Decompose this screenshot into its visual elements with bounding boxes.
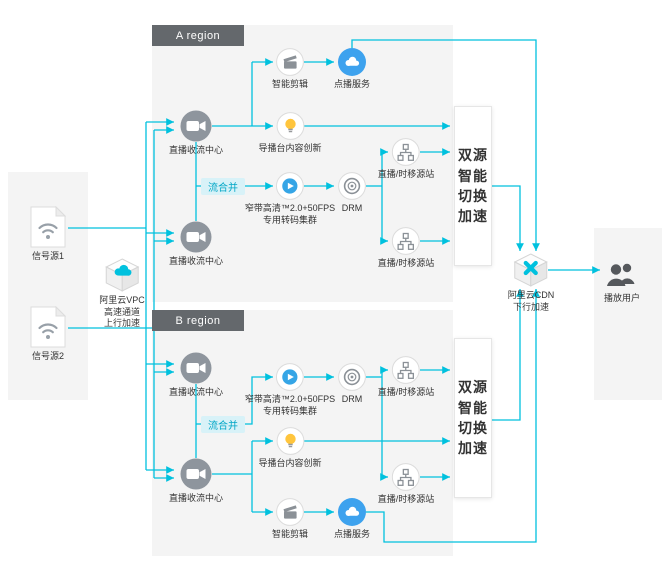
node-label: 直播/时移源站 <box>377 169 435 179</box>
origin-b1-node: 直播/时移源站 <box>377 356 435 399</box>
cdn-cross-box-icon <box>514 253 548 287</box>
director-console-b-node: 导播台内容创新 <box>258 427 322 470</box>
badge-label: 流合并 <box>208 183 238 194</box>
node-label: 智能剪辑 <box>271 529 309 539</box>
node-label: DRM <box>341 203 363 213</box>
node-label: 直播收流中心 <box>168 145 224 155</box>
play-circle-icon <box>276 363 304 391</box>
ingest-a2-node: 直播收流中心 <box>169 221 223 268</box>
clapperboard-icon <box>276 498 304 526</box>
playback-users-node: 播放用户 <box>604 260 640 305</box>
node-label: 阿里云VPC 高速通道 上行加速 <box>99 295 145 329</box>
origin-a1-node: 直播/时移源站 <box>377 138 435 181</box>
video-camera-icon <box>180 110 212 142</box>
node-label: 直播收流中心 <box>168 256 224 266</box>
disc-icon <box>338 363 366 391</box>
node-label: 导播台内容创新 <box>258 143 322 153</box>
cloud-box-icon <box>104 258 139 292</box>
stream-merge-badge-a: 流合并 <box>201 178 245 195</box>
ingest-b1-node: 直播收流中心 <box>169 352 223 399</box>
director-console-a-node: 导播台内容创新 <box>258 112 322 155</box>
signal-source-2-node: 信号源2 <box>30 306 66 363</box>
video-camera-icon <box>180 458 212 490</box>
sitemap-icon <box>392 138 420 166</box>
region-a-title: A region <box>175 29 221 42</box>
transcode-cluster-a-node: 窄带高清™2.0+50FPS 专用转码集群 <box>245 172 335 226</box>
vpc-uplink-node: 阿里云VPC 高速通道 上行加速 <box>99 258 145 330</box>
users-icon <box>606 263 635 286</box>
region-a-header: A region <box>152 25 244 46</box>
video-camera-icon <box>180 352 212 384</box>
node-label: 直播收流中心 <box>168 493 224 503</box>
region-b-header: B region <box>152 310 244 331</box>
dual-source-switch-a-box: 双源 智能 切换 加速 <box>454 106 492 266</box>
sitemap-icon <box>392 227 420 255</box>
node-label: 播放用户 <box>603 293 641 303</box>
node-label: 窄带高清™2.0+50FPS 专用转码集群 <box>244 203 336 225</box>
dual-source-switch-b-box: 双源 智能 切换 加速 <box>454 338 492 498</box>
ingest-a1-node: 直播收流中心 <box>169 110 223 157</box>
node-label: 直播/时移源站 <box>377 258 435 268</box>
node-label: DRM <box>341 394 363 404</box>
node-label: 导播台内容创新 <box>258 458 322 468</box>
node-label: 直播/时移源站 <box>377 387 435 397</box>
node-label: 窄带高清™2.0+50FPS 专用转码集群 <box>244 394 336 416</box>
node-label: 点播服务 <box>333 79 371 89</box>
badge-label: 流合并 <box>208 421 238 432</box>
origin-a2-node: 直播/时移源站 <box>377 227 435 270</box>
ingest-b2-node: 直播收流中心 <box>169 458 223 505</box>
node-label: 智能剪辑 <box>271 79 309 89</box>
node-label: 直播收流中心 <box>168 387 224 397</box>
dual-source-switch-label: 双源 智能 切换 加速 <box>458 147 488 225</box>
node-label: 直播/时移源站 <box>377 494 435 504</box>
play-circle-icon <box>276 172 304 200</box>
transcode-cluster-b-node: 窄带高清™2.0+50FPS 专用转码集群 <box>245 363 335 417</box>
disc-icon <box>338 172 366 200</box>
drm-b-node: DRM <box>338 363 366 406</box>
wifi-document-icon <box>30 306 66 348</box>
drm-a-node: DRM <box>338 172 366 215</box>
video-camera-icon <box>180 221 212 253</box>
smart-edit-a-node: 智能剪辑 <box>272 48 308 91</box>
vod-service-b-node: 点播服务 <box>334 498 370 541</box>
clapperboard-icon <box>276 48 304 76</box>
node-label: 信号源1 <box>31 251 64 261</box>
wifi-document-icon <box>30 206 66 248</box>
origin-b2-node: 直播/时移源站 <box>377 463 435 506</box>
lightbulb-icon <box>276 112 304 140</box>
node-label: 阿里云CDN 下行加速 <box>507 290 555 312</box>
node-label: 点播服务 <box>333 529 371 539</box>
cloud-vod-icon <box>337 48 366 76</box>
stream-merge-badge-b: 流合并 <box>201 416 245 433</box>
signal-source-1-node: 信号源1 <box>30 206 66 263</box>
node-label: 信号源2 <box>31 351 64 361</box>
region-b-title: B region <box>175 314 221 327</box>
smart-edit-b-node: 智能剪辑 <box>272 498 308 541</box>
sitemap-icon <box>392 356 420 384</box>
viewers-panel <box>594 228 662 400</box>
cloud-vod-icon <box>337 498 366 526</box>
lightbulb-icon <box>276 427 304 455</box>
cdn-downlink-node: 阿里云CDN 下行加速 <box>507 253 555 313</box>
sitemap-icon <box>392 463 420 491</box>
dual-source-switch-label: 双源 智能 切换 加速 <box>458 379 488 457</box>
vod-service-a-node: 点播服务 <box>334 48 370 91</box>
